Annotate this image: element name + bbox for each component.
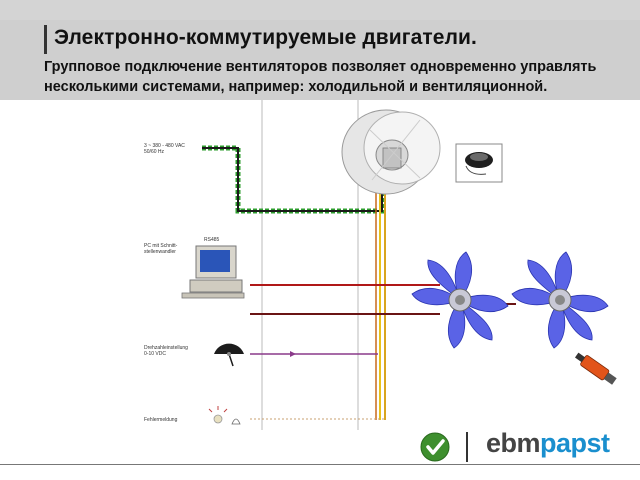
page-title: Электронно-коммутируемые двигатели. <box>54 26 477 49</box>
rs485-label: RS485 <box>204 237 220 243</box>
header-band <box>0 20 640 100</box>
page-subtitle: Групповое подключение вентиляторов позво… <box>44 59 597 95</box>
wiring-diagram <box>181 100 617 430</box>
footer-divider <box>0 464 640 465</box>
top-strip <box>0 0 640 20</box>
pc-label: PC mit Schnitt- stellenwandler <box>144 243 178 255</box>
axial-fan-2 <box>511 251 609 349</box>
logo-separator <box>466 432 468 462</box>
pressure-sensor <box>574 352 617 385</box>
supply-label: 3 ~ 380 - 480 VAC 50/60 Hz <box>144 143 185 155</box>
logo-papst: papst <box>540 428 610 458</box>
logo-ebm: ebm <box>486 428 541 458</box>
potentiometer-label: Drehzahleinstellung 0-10 VDC <box>144 345 188 357</box>
sensor-photo <box>455 143 503 183</box>
axial-fan-1 <box>411 251 509 349</box>
ebmpapst-logo: ebmpapst <box>486 428 610 459</box>
green-tech-badge-icon <box>420 432 450 462</box>
fault-label: Fehlermeldung <box>144 417 178 423</box>
pc-computer <box>181 245 245 299</box>
title-accent-bar <box>44 25 47 54</box>
supply-wire-black <box>202 147 383 212</box>
fault-signal-icons <box>208 406 241 425</box>
potentiometer-dial <box>214 343 244 367</box>
control-wire-arrow <box>290 351 296 357</box>
ec-motor-impeller <box>341 109 441 195</box>
